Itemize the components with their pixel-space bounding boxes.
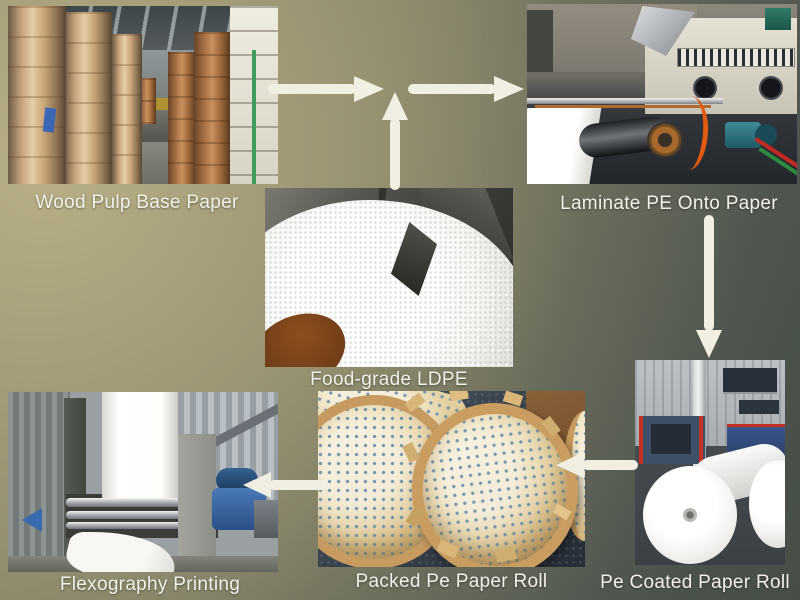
roll-core-hole (683, 508, 697, 522)
gauge-panel-row (677, 48, 795, 67)
window-dark (723, 368, 777, 394)
paper-web-exit-curve (60, 532, 184, 572)
machine-red-edge-right (699, 416, 703, 464)
teal-unit (765, 8, 791, 30)
paper-roll-mid (112, 34, 142, 184)
photo-packed-pe-paper-roll (318, 391, 585, 567)
photo-laminate-pe-onto-paper (527, 4, 797, 184)
caption-packed-pe-paper-roll: Packed Pe Paper Roll (355, 571, 548, 592)
photo-flexography-printing (8, 392, 278, 572)
caption-flexography-printing: Flexography Printing (59, 574, 241, 595)
forklift-shape (156, 98, 170, 110)
dark-doorway (527, 10, 553, 72)
kraft-flap (449, 391, 469, 402)
paper-roll-left-front (8, 6, 66, 184)
print-roller-bottom (66, 522, 214, 529)
press-side-panel (178, 434, 216, 556)
machine-rail (527, 98, 723, 104)
print-roller-top (66, 498, 218, 507)
caption-wood-pulp-base-paper: Wood Pulp Base Paper (35, 192, 239, 213)
photo-pe-coated-paper-roll (635, 360, 785, 565)
paper-web-vertical (102, 392, 178, 504)
machine-wall-left (8, 392, 70, 572)
paper-roll-right-large (194, 32, 230, 184)
print-roller-mid (66, 511, 218, 519)
machine-dark-core (651, 424, 691, 454)
photo-food-grade-ldpe (265, 188, 513, 367)
copper-rail (535, 105, 711, 108)
caption-laminate-pe-onto-paper: Laminate PE Onto Paper (560, 193, 778, 214)
distant-paper-roll (138, 78, 156, 124)
cooling-fan-left (693, 76, 717, 100)
window-small (739, 400, 779, 414)
paper-roll-right-small (168, 52, 196, 184)
caption-pe-coated-paper-roll: Pe Coated Paper Roll (600, 572, 790, 593)
machine-red-edge-left (639, 416, 643, 464)
blue-chute (22, 508, 42, 532)
motor-base (254, 500, 278, 538)
photo-wood-pulp-base-paper (8, 6, 278, 184)
caption-food-grade-ldpe: Food-grade LDPE (310, 369, 468, 390)
green-strap (252, 50, 256, 184)
copper-disc (647, 122, 683, 158)
cooling-fan-right (759, 76, 783, 100)
paper-roll-left-back (64, 12, 112, 184)
